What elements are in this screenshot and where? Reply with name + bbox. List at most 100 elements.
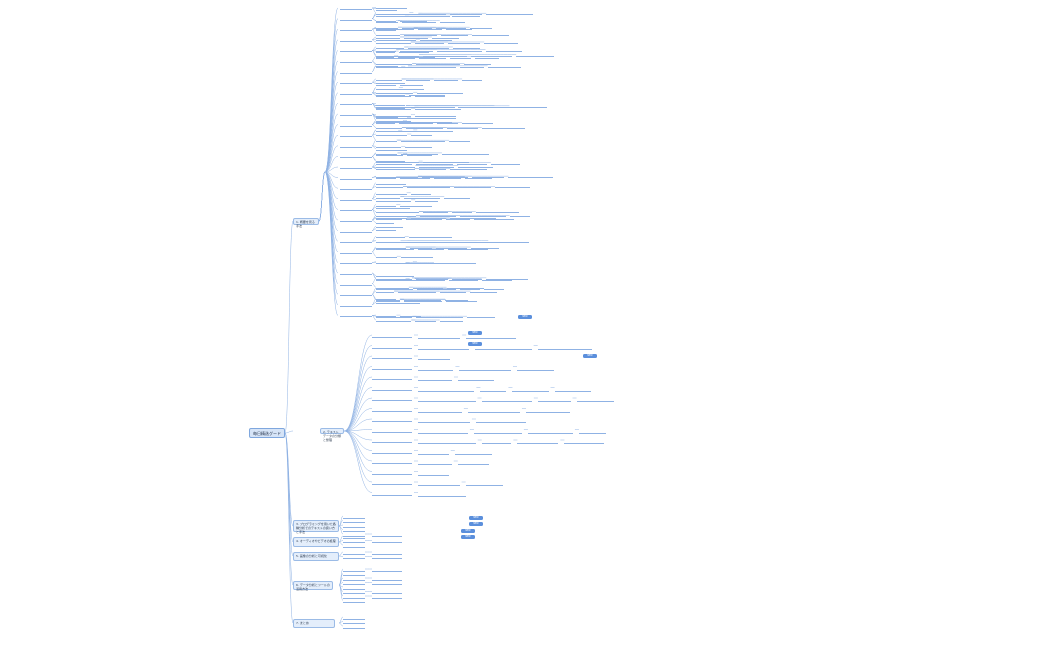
- new-tag[interactable]: NEW: [461, 529, 475, 533]
- leaf-node[interactable]: [485, 48, 522, 52]
- leaf-node[interactable]: [376, 93, 411, 98]
- leaf-node[interactable]: [343, 555, 365, 559]
- leaf-node[interactable]: [431, 35, 460, 39]
- leaf-node[interactable]: [340, 313, 372, 318]
- leaf-node[interactable]: [418, 374, 452, 381]
- leaf-node[interactable]: [376, 144, 402, 149]
- leaf-node[interactable]: [481, 437, 512, 444]
- leaf-node[interactable]: [418, 469, 450, 476]
- leaf-node[interactable]: [372, 539, 402, 543]
- leaf-node[interactable]: [376, 5, 408, 10]
- leaf-node[interactable]: [476, 239, 509, 243]
- leaf-node[interactable]: [418, 353, 450, 360]
- leaf-node[interactable]: [401, 138, 446, 143]
- leaf-node[interactable]: [340, 239, 372, 244]
- leaf-node[interactable]: [376, 158, 405, 163]
- leaf-node[interactable]: [412, 285, 443, 290]
- leaf-node[interactable]: [433, 175, 461, 179]
- leaf-node[interactable]: [451, 276, 483, 280]
- leaf-node[interactable]: [400, 48, 434, 52]
- leaf-node[interactable]: [422, 159, 470, 164]
- leaf-node[interactable]: [340, 218, 372, 222]
- leaf-node[interactable]: [406, 119, 452, 123]
- leaf-node[interactable]: [470, 245, 499, 250]
- leaf-node[interactable]: [343, 590, 365, 594]
- leaf-node[interactable]: [372, 437, 412, 443]
- leaf-node[interactable]: [410, 215, 446, 220]
- leaf-node[interactable]: [372, 490, 412, 496]
- leaf-node[interactable]: [417, 286, 456, 291]
- leaf-node[interactable]: [340, 6, 372, 10]
- leaf-node[interactable]: [422, 209, 448, 214]
- leaf-node[interactable]: [376, 213, 403, 218]
- leaf-node[interactable]: [376, 113, 411, 117]
- leaf-node[interactable]: [411, 132, 433, 137]
- leaf-node[interactable]: [376, 164, 416, 168]
- leaf-node[interactable]: [372, 479, 412, 485]
- leaf-node[interactable]: [437, 48, 482, 52]
- leaf-node[interactable]: [340, 154, 372, 159]
- leaf-node[interactable]: [376, 114, 399, 119]
- leaf-node[interactable]: [376, 132, 408, 137]
- leaf-node[interactable]: [376, 26, 414, 31]
- leaf-node[interactable]: [376, 273, 414, 278]
- leaf-node[interactable]: [340, 27, 372, 32]
- leaf-node[interactable]: [376, 90, 414, 95]
- leaf-node[interactable]: [418, 427, 468, 434]
- leaf-node[interactable]: [422, 11, 446, 16]
- leaf-node[interactable]: [376, 234, 405, 239]
- leaf-node[interactable]: [399, 115, 433, 119]
- leaf-node[interactable]: [418, 437, 476, 444]
- leaf-node[interactable]: [340, 186, 372, 191]
- leaf-node[interactable]: [376, 92, 406, 96]
- leaf-node[interactable]: [376, 128, 414, 132]
- leaf-node[interactable]: [416, 260, 438, 264]
- leaf-node[interactable]: [376, 7, 397, 11]
- leaf-node[interactable]: [372, 555, 402, 559]
- leaf-node[interactable]: [509, 213, 531, 218]
- leaf-node[interactable]: [376, 25, 398, 30]
- leaf-node[interactable]: [411, 64, 456, 68]
- leaf-node[interactable]: [376, 152, 404, 156]
- leaf-node[interactable]: [466, 332, 517, 339]
- leaf-node[interactable]: [417, 128, 453, 132]
- leaf-node[interactable]: [376, 11, 419, 16]
- leaf-node[interactable]: [516, 53, 555, 57]
- new-tag[interactable]: NEW: [518, 315, 532, 319]
- leaf-node[interactable]: [376, 175, 397, 179]
- leaf-node[interactable]: [376, 276, 412, 280]
- leaf-node[interactable]: [403, 297, 441, 302]
- leaf-node[interactable]: [376, 260, 406, 265]
- new-tag[interactable]: NEW: [469, 522, 483, 526]
- leaf-node[interactable]: [376, 119, 403, 123]
- leaf-node[interactable]: [516, 364, 554, 371]
- leaf-node[interactable]: [376, 246, 415, 251]
- leaf-node[interactable]: [471, 32, 509, 37]
- leaf-node[interactable]: [439, 289, 467, 294]
- leaf-node[interactable]: [343, 625, 365, 629]
- leaf-node[interactable]: [481, 395, 532, 402]
- leaf-node[interactable]: [419, 37, 453, 42]
- leaf-node[interactable]: [418, 448, 449, 455]
- leaf-node[interactable]: [454, 448, 493, 455]
- leaf-node[interactable]: [433, 260, 476, 265]
- leaf-node[interactable]: [475, 209, 520, 214]
- leaf-node[interactable]: [398, 120, 433, 125]
- leaf-node[interactable]: [414, 40, 444, 44]
- leaf-node[interactable]: [376, 166, 409, 170]
- leaf-node[interactable]: [376, 239, 401, 243]
- leaf-node[interactable]: [376, 48, 397, 52]
- leaf-node[interactable]: [416, 61, 461, 66]
- leaf-node[interactable]: [340, 176, 372, 180]
- leaf-node[interactable]: [447, 246, 489, 251]
- leaf-node[interactable]: [376, 300, 420, 305]
- leaf-node[interactable]: [576, 395, 614, 402]
- leaf-node[interactable]: [401, 25, 432, 30]
- leaf-node[interactable]: [376, 35, 401, 39]
- leaf-node[interactable]: [400, 254, 433, 259]
- leaf-node[interactable]: [480, 385, 507, 392]
- leaf-node[interactable]: [343, 515, 365, 519]
- new-tag[interactable]: NEW: [583, 354, 597, 358]
- leaf-node[interactable]: [376, 318, 412, 322]
- leaf-node[interactable]: [449, 277, 478, 281]
